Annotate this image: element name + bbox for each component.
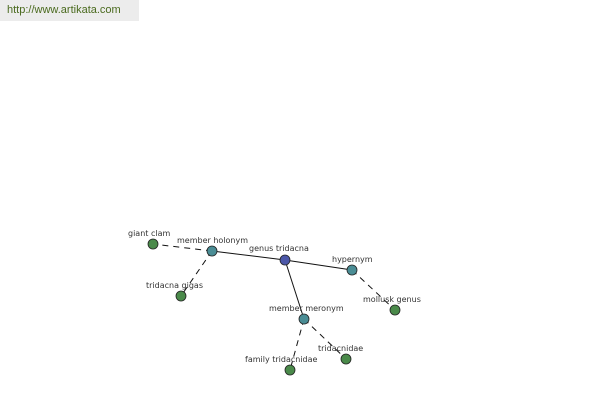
edge-member-holonym-to-giant-clam [152,243,213,252]
node-mollusk-genus[interactable]: mollusk genus [363,295,421,316]
node-label-hypernym[interactable]: hypernym [332,255,373,264]
node-label-member-meronym[interactable]: member meronym [269,304,344,313]
edge-genus-tridacna-to-member-holonym [211,250,286,261]
node-circle-hypernym[interactable] [346,264,358,276]
node-tridacnidae[interactable]: tridacnidae [318,344,363,365]
node-circle-giant-clam[interactable] [147,238,159,250]
site-url-link[interactable]: http://www.artikata.com [0,0,139,21]
node-label-giant-clam[interactable]: giant clam [128,229,170,238]
edge-member-meronym-to-family-tridacnidae [289,318,305,371]
node-label-tridacnidae[interactable]: tridacnidae [318,344,363,353]
node-genus-tridacna[interactable]: genus tridacna [249,244,309,266]
node-circle-mollusk-genus[interactable] [389,304,401,316]
node-label-family-tridacnidae[interactable]: family tridacnidae [245,355,318,364]
node-member-holonym[interactable]: member holonym [177,236,248,257]
edge-member-holonym-to-tridacna-gigas [180,250,213,297]
node-giant-clam[interactable]: giant clam [128,229,170,250]
edge-genus-tridacna-to-member-meronym [284,259,305,320]
node-tridacna-gigas[interactable]: tridacna gigas [146,281,203,302]
edge-member-meronym-to-tridacnidae [303,318,347,360]
node-label-member-holonym[interactable]: member holonym [177,236,248,245]
node-hypernym[interactable]: hypernym [332,255,373,276]
node-label-tridacna-gigas[interactable]: tridacna gigas [146,281,203,290]
node-circle-tridacna-gigas[interactable] [175,290,187,302]
node-circle-genus-tridacna[interactable] [279,254,291,266]
node-circle-tridacnidae[interactable] [340,353,352,365]
node-circle-member-meronym[interactable] [298,313,310,325]
node-label-genus-tridacna[interactable]: genus tridacna [249,244,309,253]
edge-hypernym-to-mollusk-genus [351,269,396,311]
node-label-mollusk-genus[interactable]: mollusk genus [363,295,421,304]
node-circle-member-holonym[interactable] [206,245,218,257]
node-member-meronym[interactable]: member meronym [269,304,344,325]
node-family-tridacnidae[interactable]: family tridacnidae [245,355,318,376]
edge-genus-tridacna-to-hypernym [284,259,353,271]
node-circle-family-tridacnidae[interactable] [284,364,296,376]
graph-edges [152,243,396,371]
